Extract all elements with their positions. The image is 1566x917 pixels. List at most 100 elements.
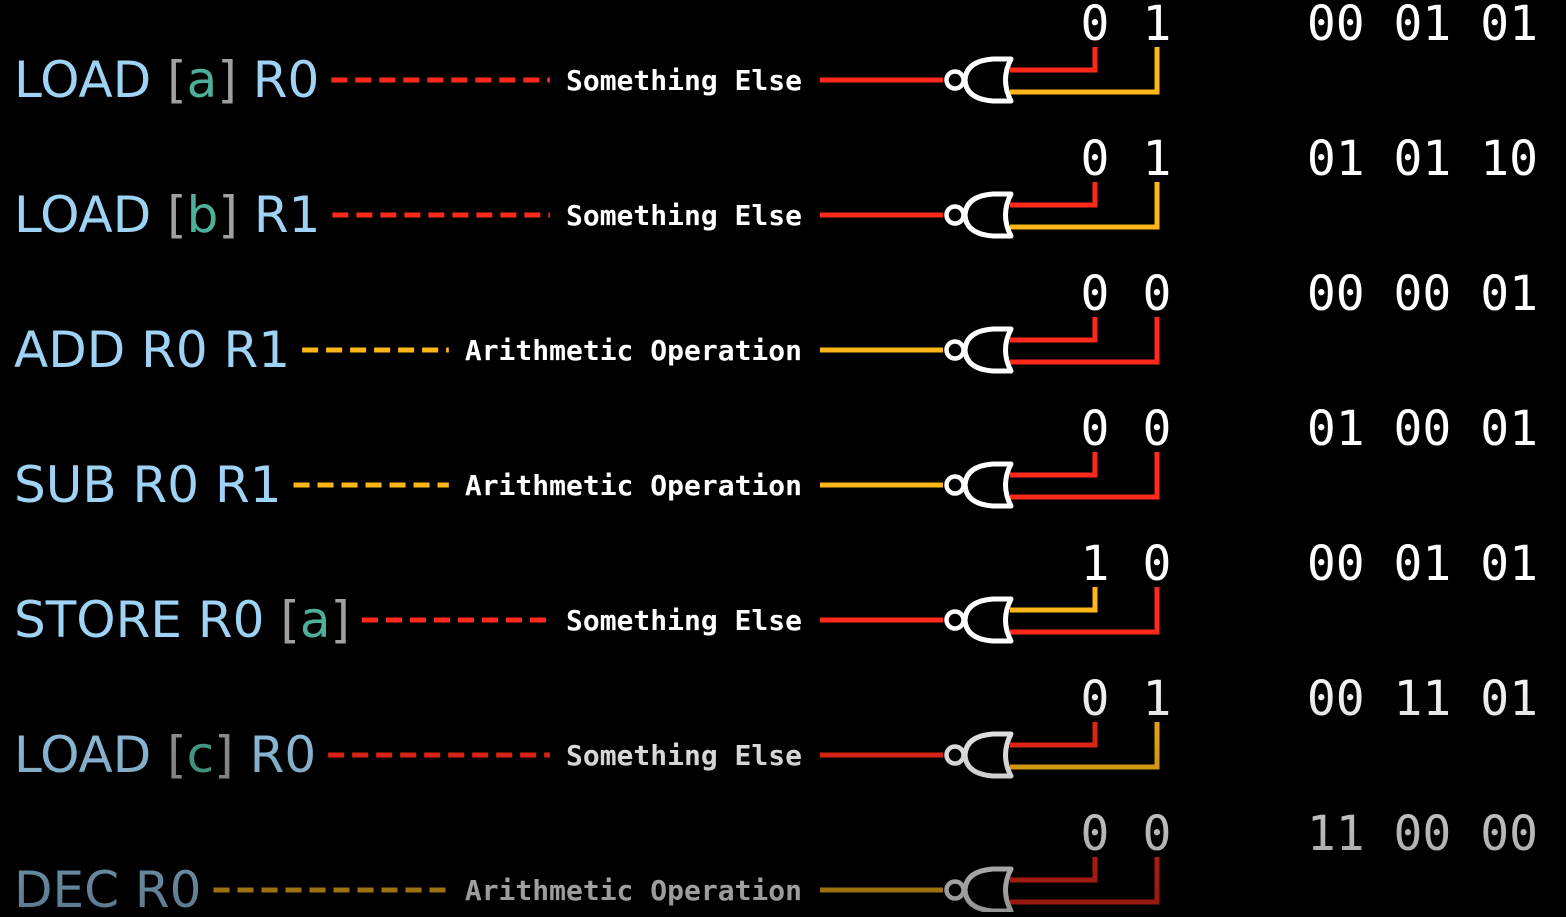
instruction-token: [: [167, 726, 187, 784]
instruction-token: [: [167, 186, 187, 244]
instruction-token: [: [280, 591, 300, 649]
bit-value: 0: [1081, 131, 1110, 187]
bit-value: 0: [1143, 266, 1172, 322]
gate-bubble: [944, 339, 966, 361]
input-wire-bit1: [1010, 857, 1098, 883]
nor-gate: [944, 461, 1014, 509]
bit-value: 0: [1081, 401, 1110, 457]
category-label: Arithmetic Operation: [465, 334, 802, 367]
bit-value: 1: [1081, 536, 1110, 592]
bit-value: 0: [1143, 806, 1172, 862]
instruction-token: LOAD: [14, 186, 167, 244]
gate-body: [962, 731, 1014, 779]
instruction-token: ]: [218, 186, 238, 244]
bit-value: 1: [1143, 0, 1172, 52]
input-wire-bit2: [1010, 452, 1160, 500]
instruction-token: SUB R0 R1: [14, 456, 282, 514]
instruction-token: a: [300, 591, 331, 649]
nor-gate: [944, 326, 1014, 374]
input-wire-bit2: [1010, 47, 1160, 95]
instruction-token: ]: [214, 726, 234, 784]
instruction-text: ADD R0 R1: [14, 321, 290, 379]
instruction-token: ADD R0 R1: [14, 321, 290, 379]
gate-bubble: [944, 609, 966, 631]
gate-bubble: [944, 69, 966, 91]
instruction-token: b: [187, 186, 219, 244]
input-wire-bit2: [1010, 722, 1160, 770]
gate-body: [962, 56, 1014, 104]
instruction-token: LOAD: [14, 51, 167, 109]
bit-value: 0: [1081, 806, 1110, 862]
nor-gate: [944, 56, 1014, 104]
binary-code: 01 01 10: [1307, 131, 1538, 187]
gate-bubble: [944, 474, 966, 496]
gate-bubble: [944, 879, 966, 901]
binary-code: 00 01 01: [1307, 0, 1538, 52]
gate-bubble: [944, 744, 966, 766]
input-wire-bit2: [1010, 182, 1160, 230]
bit-value: 0: [1143, 401, 1172, 457]
input-wire-bit1: [1010, 452, 1098, 478]
gate-bubble: [944, 204, 966, 226]
instruction-token: LOAD: [14, 726, 167, 784]
binary-code: 11 00 00: [1307, 806, 1538, 862]
instruction-token: ]: [330, 591, 350, 649]
bit-value: 0: [1081, 266, 1110, 322]
bit-value: 0: [1081, 671, 1110, 727]
category-label: Something Else: [566, 739, 802, 772]
instruction-text: LOAD [b] R1: [14, 186, 320, 244]
binary-code: 00 00 01: [1307, 266, 1538, 322]
instruction-token: DEC R0: [14, 861, 201, 912]
input-wire-bit1: [1010, 47, 1098, 73]
gate-body: [962, 191, 1014, 239]
instruction-token: a: [187, 51, 218, 109]
binary-code: 00 11 01: [1307, 671, 1538, 727]
category-label: Something Else: [566, 604, 802, 637]
instruction-token: R0: [237, 51, 319, 109]
instruction-token: R1: [238, 186, 320, 244]
input-wire-bit2: [1010, 317, 1160, 365]
input-wire-bit2: [1010, 587, 1160, 635]
nor-gate: [944, 731, 1014, 779]
category-label: Arithmetic Operation: [465, 874, 802, 907]
instruction-text: SUB R0 R1: [14, 456, 282, 514]
instruction-text: DEC R0: [14, 861, 201, 912]
gate-body: [962, 866, 1014, 914]
instruction-token: STORE R0: [14, 591, 280, 649]
bit-value: 0: [1081, 0, 1110, 52]
instruction-token: c: [187, 726, 215, 784]
instruction-text: LOAD [a] R0: [14, 51, 319, 109]
gate-body: [962, 461, 1014, 509]
bit-value: 0: [1143, 536, 1172, 592]
input-wire-bit1: [1010, 317, 1098, 343]
gate-body: [962, 326, 1014, 374]
binary-code: 01 00 01: [1307, 401, 1538, 457]
bit-value: 1: [1143, 671, 1172, 727]
gate-body: [962, 596, 1014, 644]
instruction-token: R0: [234, 726, 316, 784]
category-label: Something Else: [566, 199, 802, 232]
instruction-token: ]: [217, 51, 237, 109]
instruction-text: STORE R0 [a]: [14, 591, 350, 649]
bit-value: 1: [1143, 131, 1172, 187]
instruction-token: [: [167, 51, 187, 109]
input-wire-bit1: [1010, 722, 1098, 748]
input-wire-bit1: [1010, 587, 1098, 613]
binary-code: 00 01 01: [1307, 536, 1538, 592]
input-wire-bit1: [1010, 182, 1098, 208]
input-wire-bit2: [1010, 857, 1160, 905]
nor-gate: [944, 866, 1014, 914]
nor-gate: [944, 191, 1014, 239]
category-label: Something Else: [566, 64, 802, 97]
nor-gate: [944, 596, 1014, 644]
category-label: Arithmetic Operation: [465, 469, 802, 502]
